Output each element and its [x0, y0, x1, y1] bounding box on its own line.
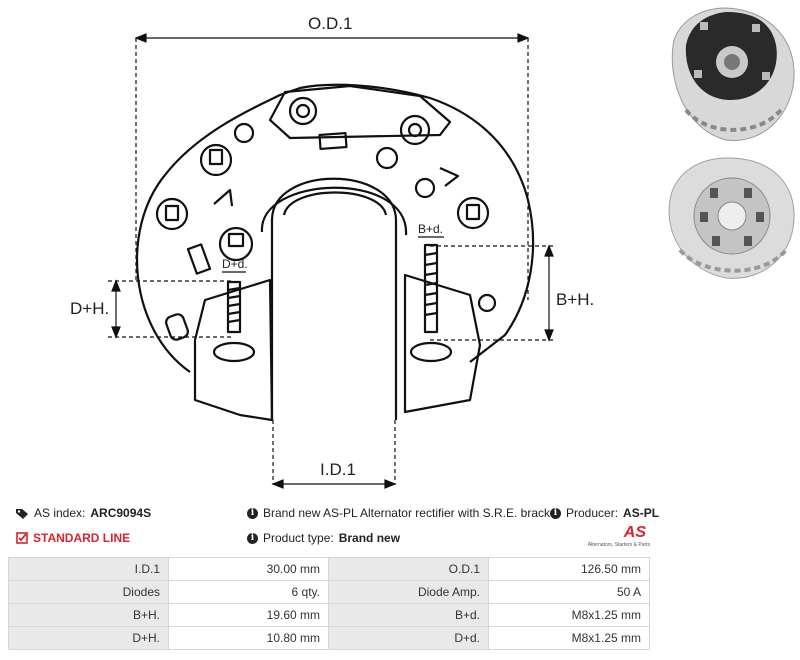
info-icon: i	[247, 507, 258, 519]
dh-dimension-label: D+H.	[70, 299, 110, 318]
spec-label: Diodes	[8, 580, 169, 604]
spec-label: O.D.1	[328, 557, 489, 581]
as-index-label: AS index:	[34, 506, 86, 520]
bd-dimension-label: B+d.	[418, 222, 444, 236]
info-icon: i	[550, 507, 561, 519]
standard-line-label: STANDARD LINE	[33, 531, 131, 545]
center-bore	[270, 177, 398, 420]
producer-value: AS-PL	[623, 506, 660, 520]
checkbox-icon	[16, 532, 28, 544]
spec-label: I.D.1	[8, 557, 169, 581]
spec-label: Diode Amp.	[328, 580, 489, 604]
spec-label: B+d.	[328, 603, 489, 627]
dd-dimension-label: D+d.	[222, 257, 248, 271]
id-dimension-label: I.D.1	[320, 460, 356, 479]
rectifier-technical-drawing	[108, 33, 556, 489]
spec-value: 6 qty.	[168, 580, 329, 604]
tag-icon	[16, 508, 28, 519]
left-bolt	[212, 280, 256, 363]
product-type-row: i Product type: Brand new	[247, 531, 400, 545]
spec-value: 19.60 mm	[168, 603, 329, 627]
description-row: i Brand new AS-PL Alternator rectifier w…	[247, 506, 560, 520]
info-icon: i	[247, 532, 258, 544]
description-text: Brand new AS-PL Alternator rectifier wit…	[263, 506, 561, 520]
spec-value: 126.50 mm	[488, 557, 650, 581]
product-photo-1	[671, 7, 795, 141]
product-photo-2	[668, 157, 795, 279]
od-dimension-label: O.D.1	[308, 14, 353, 33]
as-index-row: AS index: ARC9094S	[16, 506, 151, 520]
as-index-value: ARC9094S	[90, 506, 152, 520]
rectifier-body-outline	[136, 83, 535, 373]
spec-value: 30.00 mm	[168, 557, 329, 581]
producer-row: i Producer: AS-PL	[550, 506, 659, 520]
bracket-top	[268, 84, 452, 140]
spec-value: M8x1.25 mm	[488, 626, 650, 650]
right-bolt	[409, 243, 453, 363]
as-logo: AS Alternators, Starters & Parts	[586, 524, 650, 552]
spec-label: D+H.	[8, 626, 169, 650]
product-type-label: Product type:	[263, 531, 334, 545]
producer-label: Producer:	[566, 506, 619, 520]
spec-value: 10.80 mm	[168, 626, 329, 650]
spec-label: B+H.	[8, 603, 169, 627]
spec-label: D+d.	[328, 626, 489, 650]
spec-value: 50 A	[488, 580, 650, 604]
product-photos	[668, 7, 795, 279]
bh-dimension-label: B+H.	[556, 290, 595, 309]
right-boss	[403, 273, 482, 414]
left-boss	[193, 278, 274, 422]
as-logo-caption: Alternators, Starters & Parts	[587, 542, 650, 548]
product-type-value: Brand new	[338, 531, 401, 545]
as-logo-mark: AS	[623, 524, 646, 541]
spec-value: M8x1.25 mm	[488, 603, 650, 627]
standard-line-row: STANDARD LINE	[16, 531, 130, 545]
